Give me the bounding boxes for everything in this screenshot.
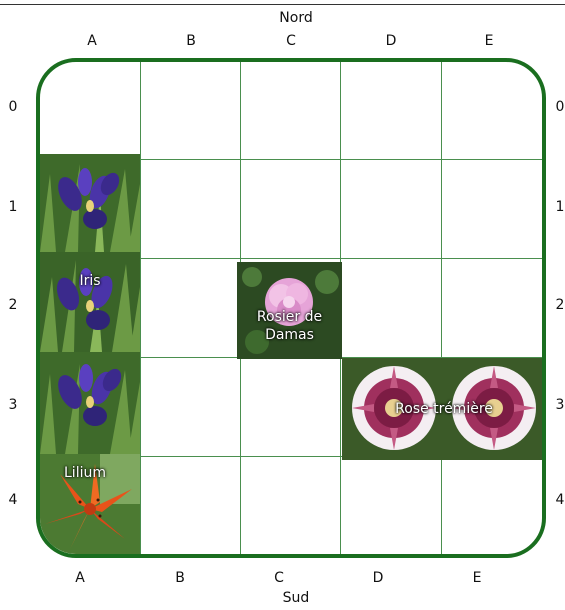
iris-photo-a3: [40, 352, 140, 454]
col-bottom-d: D: [358, 570, 398, 586]
col-top-b: B: [171, 33, 211, 49]
rose-tremiere-label: Rose trémière: [342, 400, 546, 418]
rosier-de-damas-label: Rosier de Damas: [237, 308, 342, 344]
top-rule: [0, 4, 565, 5]
lilium-label: Lilium: [40, 464, 130, 482]
south-label: Sud: [276, 590, 316, 606]
col-top-e: E: [469, 33, 509, 49]
row-left-4: 4: [0, 492, 33, 508]
row-left-3: 3: [0, 397, 33, 413]
col-bottom-e: E: [457, 570, 497, 586]
col-bottom-a: A: [60, 570, 100, 586]
row-left-0: 0: [0, 99, 33, 115]
row-left-2: 2: [0, 297, 33, 313]
gridline-v1: [140, 62, 141, 554]
col-top-a: A: [72, 33, 112, 49]
col-top-c: C: [271, 33, 311, 49]
col-bottom-b: B: [160, 570, 200, 586]
row-left-1: 1: [0, 199, 33, 215]
gridline-v4: [441, 62, 442, 554]
garden-grid: Iris Rosier de Damas Rose trémière Liliu…: [36, 58, 546, 558]
north-label: Nord: [276, 10, 316, 26]
iris-photo-a2: [40, 252, 140, 352]
col-bottom-c: C: [259, 570, 299, 586]
iris-photo-a1: [40, 154, 140, 252]
col-top-d: D: [371, 33, 411, 49]
iris-label: Iris: [40, 272, 140, 290]
